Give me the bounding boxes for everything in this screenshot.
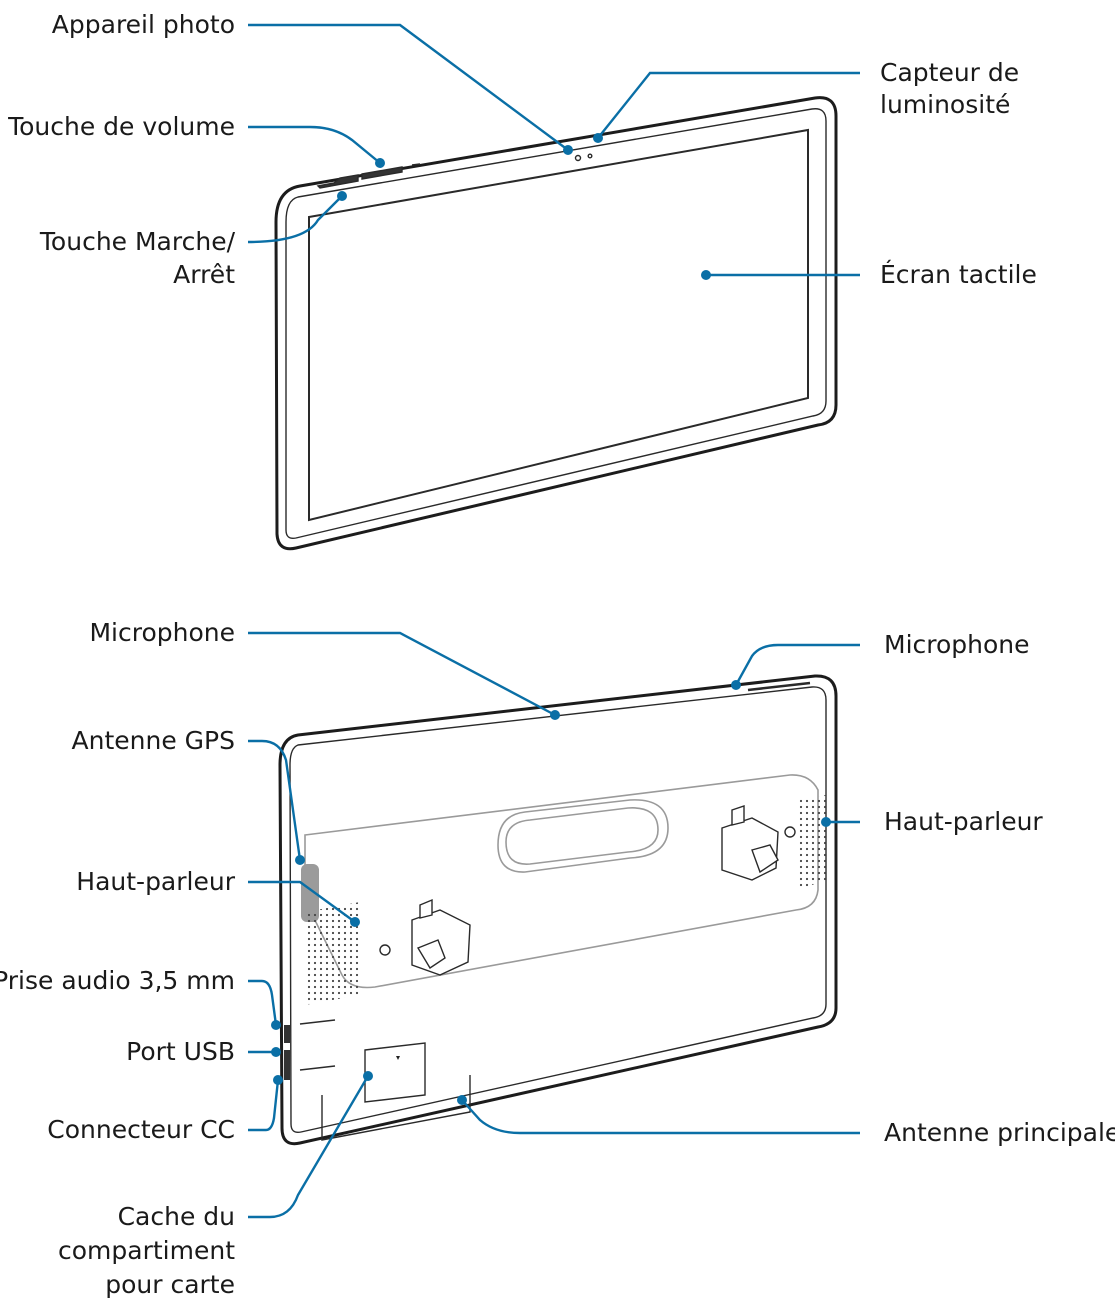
right-speaker-grill: [798, 795, 826, 890]
back-leaders: [248, 631, 860, 1219]
card-slot-cover: [364, 1042, 426, 1103]
label-volume-key: Touche de volume: [8, 112, 235, 141]
label-microphone-left: Microphone: [89, 618, 235, 647]
label-touchscreen: Écran tactile: [880, 260, 1037, 289]
volume-key: [316, 174, 359, 189]
back-tablet: [278, 674, 838, 1146]
label-card-cover-2: compartiment: [58, 1236, 235, 1265]
left-speaker-grill: [305, 902, 360, 1005]
label-microphone-right: Microphone: [884, 630, 1030, 659]
label-power-key-2: Arrêt: [173, 260, 235, 289]
screen: [308, 128, 809, 522]
right-mount: [721, 805, 796, 881]
label-card-cover-1: Cache du: [117, 1202, 235, 1231]
main-antenna: [321, 1075, 471, 1141]
label-light-sensor-1: Capteur de: [880, 58, 1020, 87]
label-speaker-left: Haut-parleur: [76, 867, 235, 896]
label-main-antenna: Antenne principale: [884, 1118, 1115, 1147]
label-audio-jack: Prise audio 3,5 mm: [0, 966, 235, 995]
label-gps-antenna: Antenne GPS: [71, 726, 235, 755]
left-mount: [379, 898, 471, 976]
front-tablet: [274, 96, 838, 551]
label-dc-connector: Connecteur CC: [47, 1115, 235, 1144]
gps-antenna-pad: [301, 864, 319, 922]
light-sensor: [587, 153, 593, 159]
label-power-key-1: Touche Marche/: [39, 227, 235, 256]
camera-lens: [574, 154, 582, 162]
label-camera: Appareil photo: [51, 10, 235, 39]
label-light-sensor-2: luminosité: [880, 90, 1011, 119]
oval-recess: [497, 799, 669, 873]
label-card-cover-3: pour carte: [105, 1270, 235, 1299]
label-speaker-right: Haut-parleur: [884, 807, 1043, 836]
label-usb-port: Port USB: [126, 1037, 235, 1066]
front-leaders: [247, 23, 860, 280]
power-key: [361, 166, 403, 180]
